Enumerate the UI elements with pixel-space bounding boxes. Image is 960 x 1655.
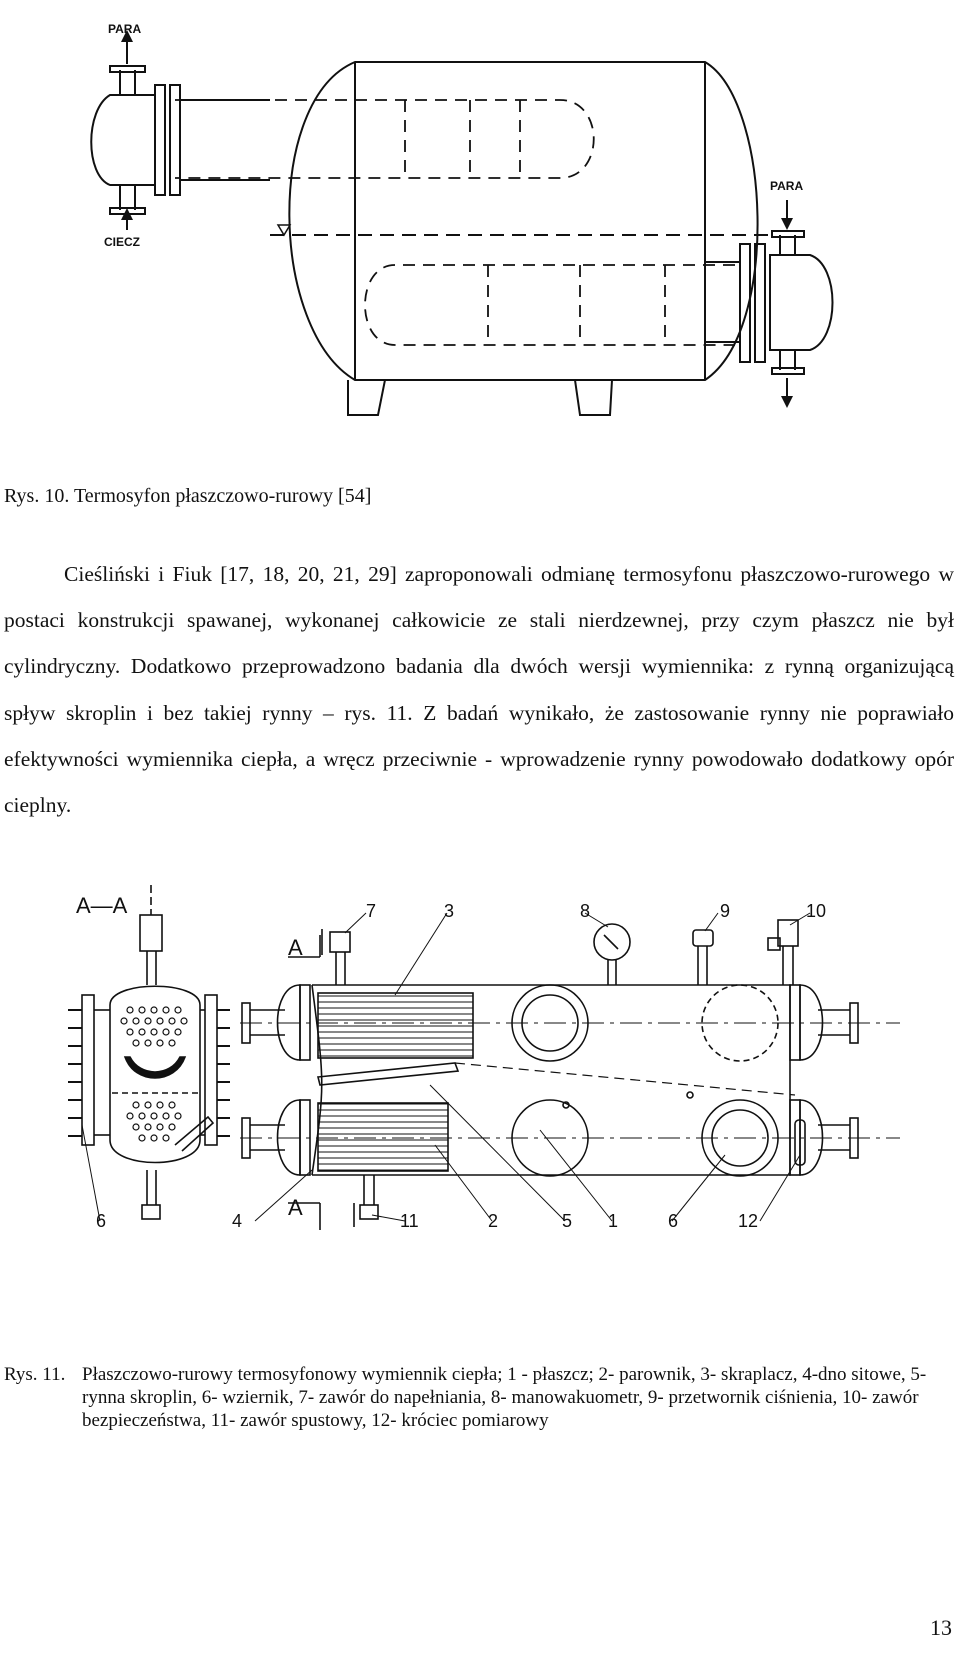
callout-11: 11: [400, 1211, 419, 1231]
figure-10-caption: Rys. 10. Termosyfon płaszczowo-rurowy [5…: [4, 485, 372, 507]
callout-1: 1: [608, 1211, 618, 1231]
page-number: 13: [930, 1615, 952, 1640]
lower-tube-bundle: [364, 264, 735, 346]
figure-11-caption-label: Rys. 11.: [4, 1364, 66, 1385]
section-view-a-a: [68, 885, 230, 1220]
level-marker-icon: [276, 224, 292, 237]
callout-6-left: 6: [96, 1211, 106, 1231]
callout-9: 9: [720, 901, 730, 921]
figure-11-caption-text: Płaszczowo-rurowy termosyfonowy wymienni…: [82, 1364, 927, 1431]
figure-heat-exchanger-drawing: A—A: [68, 885, 900, 1231]
callout-4: 4: [232, 1211, 242, 1231]
vessel-shell: [288, 61, 759, 381]
callout-6-right: 6: [668, 1211, 678, 1231]
body-paragraph: Cieśliński i Fiuk [17, 18, 20, 21, 29] z…: [4, 562, 954, 818]
figure-termosyfon-drawing: PARA CIECZ PARA: [90, 22, 834, 416]
label-ciecz: CIECZ: [104, 235, 140, 249]
callout-10: 10: [806, 901, 826, 921]
right-head: [705, 230, 834, 375]
callout-3: 3: [444, 901, 454, 921]
callout-7: 7: [366, 901, 376, 921]
callout-5: 5: [562, 1211, 572, 1231]
vessel-supports: [347, 379, 613, 416]
callout-8: 8: [580, 901, 590, 921]
section-mark-bottom: A: [288, 1195, 303, 1220]
callout-2: 2: [488, 1211, 498, 1231]
upper-tube-bundle: [175, 99, 595, 179]
label-para-right: PARA: [770, 179, 803, 193]
figure-11-caption: Rys. 11. Płaszczowo-rurowy termosyfonowy…: [4, 1363, 952, 1432]
callout-12: 12: [738, 1211, 758, 1231]
label-para-top: PARA: [108, 22, 141, 36]
longitudinal-view: [81, 912, 900, 1230]
section-label: A—A: [76, 893, 128, 918]
section-mark-top: A: [288, 935, 303, 960]
left-head: [90, 65, 270, 215]
